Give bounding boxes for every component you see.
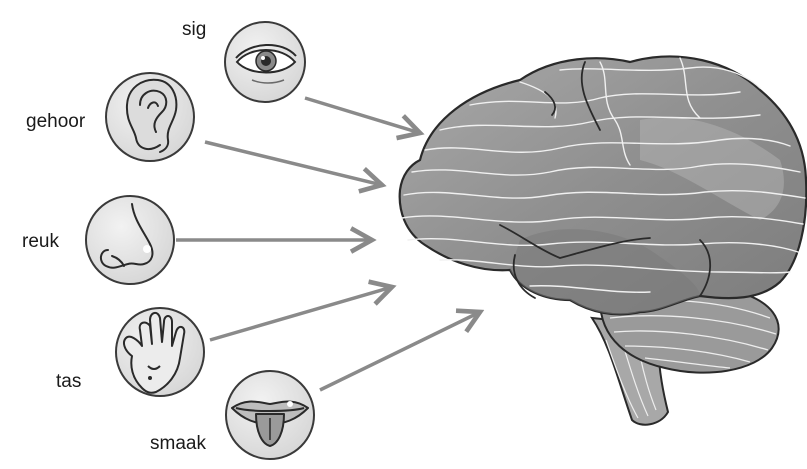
label-tas: tas (56, 372, 81, 391)
arrow-tas (210, 287, 392, 340)
label-gehoor: gehoor (26, 112, 85, 131)
sense-gehoor (106, 73, 194, 161)
sense-smaak (226, 371, 314, 459)
sense-reuk (86, 196, 174, 284)
sense-sig (225, 22, 305, 102)
label-reuk: reuk (22, 232, 59, 251)
label-sig: sig (182, 20, 206, 39)
arrow-sig (305, 98, 420, 133)
arrow-gehoor (205, 142, 382, 185)
arrow-smaak (320, 312, 480, 390)
label-smaak: smaak (150, 434, 206, 453)
nose-circle (86, 196, 174, 284)
brain (400, 57, 807, 425)
sense-tas (116, 308, 204, 396)
